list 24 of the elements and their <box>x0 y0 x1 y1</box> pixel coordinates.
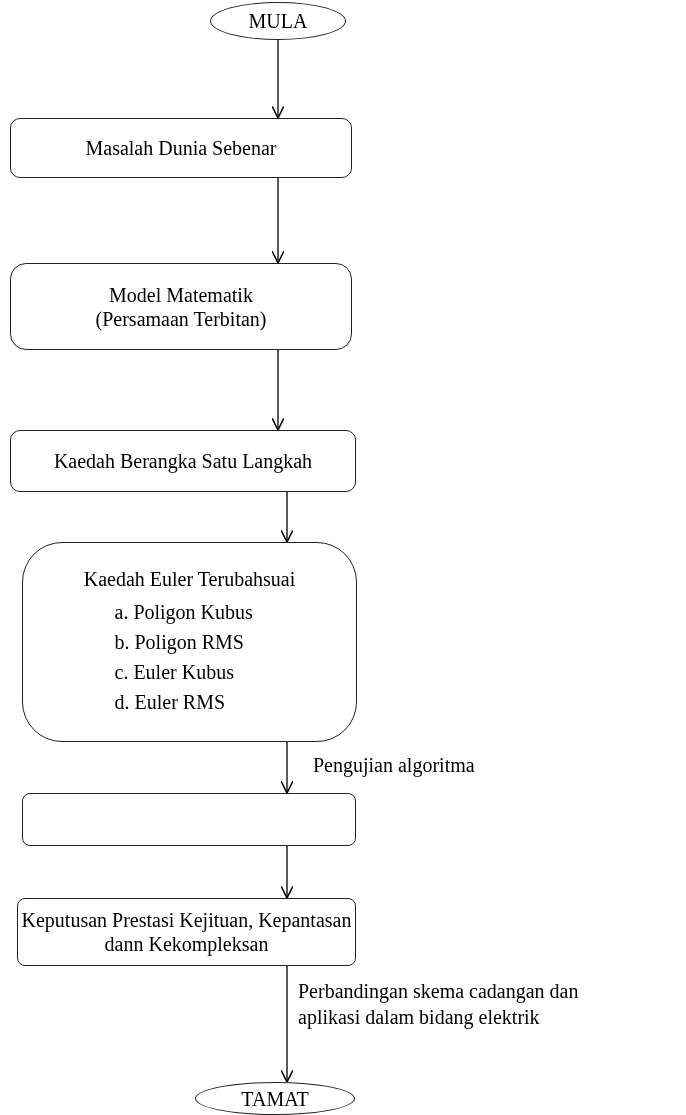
process-box <box>10 263 352 350</box>
arrow <box>271 177 285 264</box>
node-label: Keputusan Prestasi Kejituan, Kepantasan dann Kekompleksan <box>20 908 353 956</box>
arrow <box>271 349 285 431</box>
node-label: Kaedah Berangka Satu Langkah <box>53 449 313 473</box>
arrow <box>280 845 294 899</box>
node-label: TAMAT <box>241 1086 309 1111</box>
list-item: c. Euler Kubus <box>114 660 235 684</box>
node-label: Masalah Dunia Sebenar <box>85 136 277 160</box>
process-box <box>22 542 357 742</box>
node-label: MULA <box>248 9 308 33</box>
list-item: b. Poligon RMS <box>114 630 245 654</box>
process-box <box>10 430 356 492</box>
process-box <box>10 118 352 178</box>
list-item: a. Poligon Kubus <box>114 600 254 624</box>
process-box <box>22 793 356 846</box>
node-label: Kaedah Euler Terubahsuai <box>83 567 296 591</box>
arrow <box>280 965 294 1083</box>
list-item: d. Euler RMS <box>114 690 227 714</box>
arrow <box>280 741 294 794</box>
process-box <box>17 898 356 966</box>
arrow <box>280 491 294 543</box>
arrow <box>271 39 285 119</box>
node-label: Model Matematik (Persamaan Terbitan) <box>94 282 268 331</box>
